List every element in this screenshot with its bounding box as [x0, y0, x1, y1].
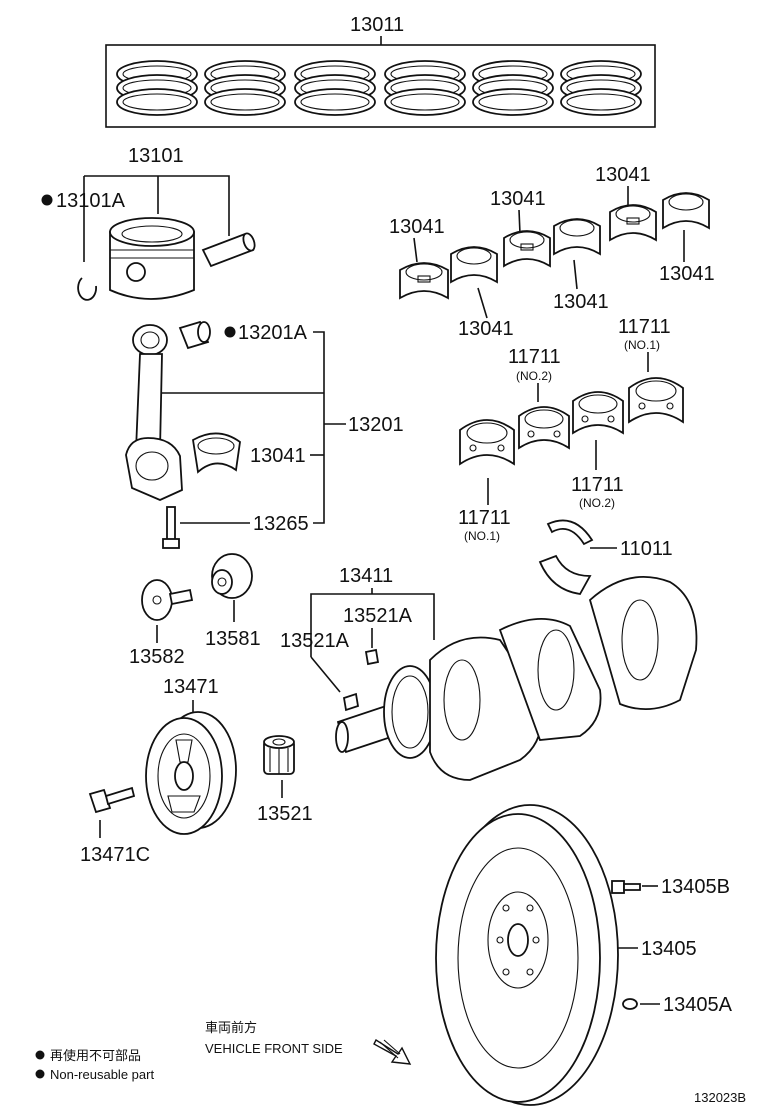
key-b-icon [342, 692, 360, 712]
key-a-icon [364, 648, 380, 666]
label-main-bearing-1: 13041 [389, 216, 445, 238]
main-bearing-icon [609, 204, 657, 242]
label-flywheel-bolt: 13405B [661, 876, 730, 898]
thrust-bearing-icon [518, 406, 570, 450]
piston-icon [109, 217, 195, 300]
label-main-bearing-4: 13041 [659, 263, 715, 285]
main-bearing-icon [553, 218, 601, 256]
leader-main-bearing-6 [477, 287, 488, 319]
thrust-bearings-group [459, 377, 684, 466]
label-conrod-bearing: 13041 [250, 445, 306, 467]
label-thrust-3: 11711 [571, 474, 624, 496]
flywheel-pin-icon [622, 998, 638, 1010]
leader-key-b [310, 656, 341, 693]
nonreusable-jp: 再使用不可部品 [50, 1048, 141, 1063]
nonreusable-dot-icon [41, 194, 53, 206]
label-main-bearing-5: 13041 [553, 291, 609, 313]
front-arrow-icon [373, 1038, 412, 1065]
thrust-bearing-icon [459, 419, 515, 466]
label-thrust-3-sub: (NO.2) [579, 496, 615, 510]
nonreusable-dot-icon [224, 326, 236, 338]
label-main-bearing-2: 13041 [490, 188, 546, 210]
conrod-icon [125, 324, 183, 501]
legend-dot-icon [35, 1050, 45, 1060]
flywheel-bolt-icon [611, 880, 641, 894]
leader-main-bearing-1 [413, 237, 418, 263]
label-piston: 13101 [128, 145, 184, 167]
ring-stack-4 [384, 60, 466, 116]
ring-stack-3 [294, 60, 376, 116]
legend-dot-icon [35, 1069, 45, 1079]
conrod-bearing-icon [192, 432, 241, 474]
label-key-a: 13521A [343, 605, 413, 627]
nonreusable-en: Non-reusable part [50, 1067, 154, 1082]
label-thrust-washer: 11011 [620, 538, 673, 560]
pilot-washer-icon [141, 579, 194, 621]
front-side-jp: 車両前方 [205, 1020, 257, 1035]
pilot-bearing-icon [211, 553, 253, 599]
label-conrod: 13201 [348, 414, 404, 436]
pulley-bolt-icon [88, 786, 136, 814]
ring-stack-6 [560, 60, 642, 116]
label-pilot-washer: 13582 [129, 646, 185, 668]
label-pulley: 13471 [163, 676, 219, 698]
figure-id: 132023B [694, 1090, 746, 1105]
label-rings-set: 13011 [350, 14, 404, 36]
ring-stack-2 [204, 60, 286, 116]
pulley-icon [145, 711, 237, 835]
ring-stack-1 [116, 60, 198, 116]
label-flywheel-pin: 13405A [663, 994, 733, 1016]
timing-gear-icon [263, 735, 295, 775]
label-main-bearing-6: 13041 [458, 318, 514, 340]
label-conrod-bushing: 13201A [238, 322, 308, 344]
label-crankshaft: 13411 [339, 565, 393, 587]
label-conrod-bolt: 13265 [253, 513, 309, 535]
label-main-bearing-3: 13041 [595, 164, 651, 186]
leader-main-bearing-2 [518, 209, 521, 235]
piston-clip-icon [77, 277, 97, 301]
label-thrust-4-sub: (NO.1) [464, 529, 500, 543]
piston-rings-group [116, 60, 642, 116]
label-pilot-bearing: 13581 [205, 628, 261, 650]
label-thrust-2-sub: (NO.2) [516, 369, 552, 383]
conrod-bolt-icon [162, 506, 180, 549]
main-bearing-icon [399, 262, 449, 300]
label-thrust-4: 11711 [458, 507, 511, 529]
label-timing-gear: 13521 [257, 803, 313, 825]
front-side-en: VEHICLE FRONT SIDE [205, 1041, 343, 1056]
label-flywheel: 13405 [641, 938, 697, 960]
label-key-b: 13521A [280, 630, 350, 652]
main-bearing-icon [662, 192, 710, 230]
flywheel-icon [435, 804, 619, 1106]
thrust-bearing-icon [628, 377, 684, 424]
leader-conrod-bracket [313, 331, 325, 524]
label-pulley-bolt: 13471C [80, 844, 150, 866]
leader-main-bearing-5 [573, 259, 578, 290]
crankshaft-icon [335, 576, 698, 781]
piston-pin-icon [201, 232, 256, 268]
main-bearing-icon [503, 230, 551, 268]
ring-stack-5 [472, 60, 554, 116]
leader-piston-bracket [84, 175, 230, 236]
thrust-bearing-icon [572, 391, 624, 435]
label-thrust-2: 11711 [508, 346, 561, 368]
main-bearings-group [399, 192, 710, 300]
label-piston-clip: 13101A [56, 190, 126, 212]
label-thrust-1-sub: (NO.1) [624, 338, 660, 352]
conrod-bushing-icon [178, 320, 211, 350]
rings-set-box [105, 44, 656, 128]
thrust-washer-icon [538, 519, 594, 595]
main-bearing-icon [450, 246, 498, 284]
label-thrust-1: 11711 [618, 316, 671, 338]
